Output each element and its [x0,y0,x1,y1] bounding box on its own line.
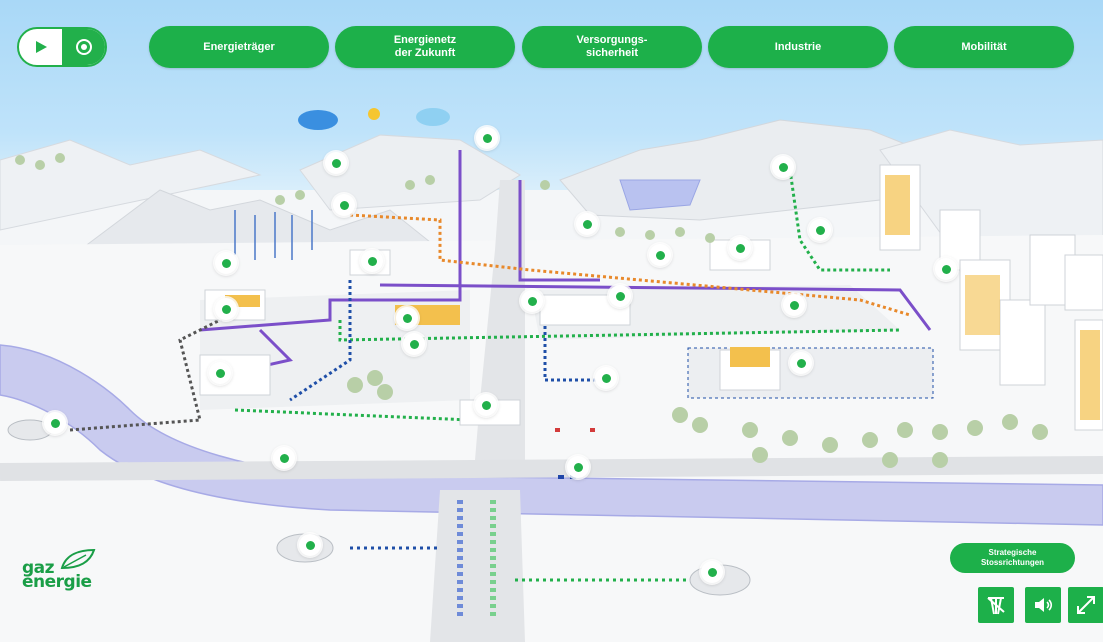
hotspot[interactable] [403,333,425,355]
hotspot[interactable] [215,298,237,320]
hotspot[interactable] [475,394,497,416]
hotspot[interactable] [209,362,231,384]
hotspot[interactable] [729,237,751,259]
explore-mode-button[interactable] [62,29,105,65]
fullscreen-button[interactable] [1068,587,1103,623]
hotspot[interactable] [595,367,617,389]
hotspot[interactable] [576,213,598,235]
hotspot[interactable] [809,219,831,241]
hotspot[interactable] [935,258,957,280]
wind-farm [234,210,313,260]
playback-toggle[interactable] [17,27,107,67]
play-icon [35,41,47,53]
rail-track [475,180,525,460]
hotspot[interactable] [609,285,631,307]
hotspot[interactable] [772,156,794,178]
hotspot[interactable] [649,244,671,266]
trees [15,153,1048,468]
cloud-icon [298,110,338,130]
target-icon [75,39,92,55]
rail-track [430,490,525,642]
hotspot[interactable] [333,194,355,216]
mountain [0,139,262,231]
logo-text-energie: energie [22,572,92,592]
nav-industrie[interactable]: Industrie [708,26,888,68]
mountain [299,134,521,211]
nav-mobilitaet[interactable]: Mobilität [894,26,1074,68]
cloud-icon [416,108,450,126]
fullscreen-icon [1077,596,1095,614]
gaz-energie-logo: gaz energie [22,548,112,596]
hotspot[interactable] [44,412,66,434]
hotspot[interactable] [476,127,498,149]
hotspot[interactable] [215,252,237,274]
leaf-icon [60,548,96,570]
hotspot[interactable] [396,307,418,329]
hotspot[interactable] [361,250,383,272]
tower-icon [987,597,1005,615]
nav-energienetz[interactable]: Energienetz der Zukunft [335,26,515,68]
strategic-directions-button[interactable]: Strategische Stossrichtungen [950,543,1075,573]
tower-toggle-button[interactable] [978,587,1014,623]
hotspot[interactable] [567,456,589,478]
hotspot[interactable] [790,352,812,374]
river [0,344,1103,526]
hotspot[interactable] [783,294,805,316]
hotspot[interactable] [325,152,347,174]
nav-versorgungssicherheit[interactable]: Versorgungs- sicherheit [522,26,702,68]
road [0,456,1103,481]
hotspot[interactable] [701,561,723,583]
hotspot[interactable] [521,290,543,312]
sun-icon [368,108,380,120]
speaker-icon [1035,598,1053,612]
play-button[interactable] [19,29,62,65]
hotspot[interactable] [273,447,295,469]
lake [619,179,701,211]
mountain [559,119,921,221]
sound-button[interactable] [1025,587,1061,623]
nav-energietraeger[interactable]: Energieträger [149,26,329,68]
hotspot[interactable] [299,534,321,556]
logo-text-gaz: gaz [22,558,55,578]
solar-panels [225,175,1100,420]
